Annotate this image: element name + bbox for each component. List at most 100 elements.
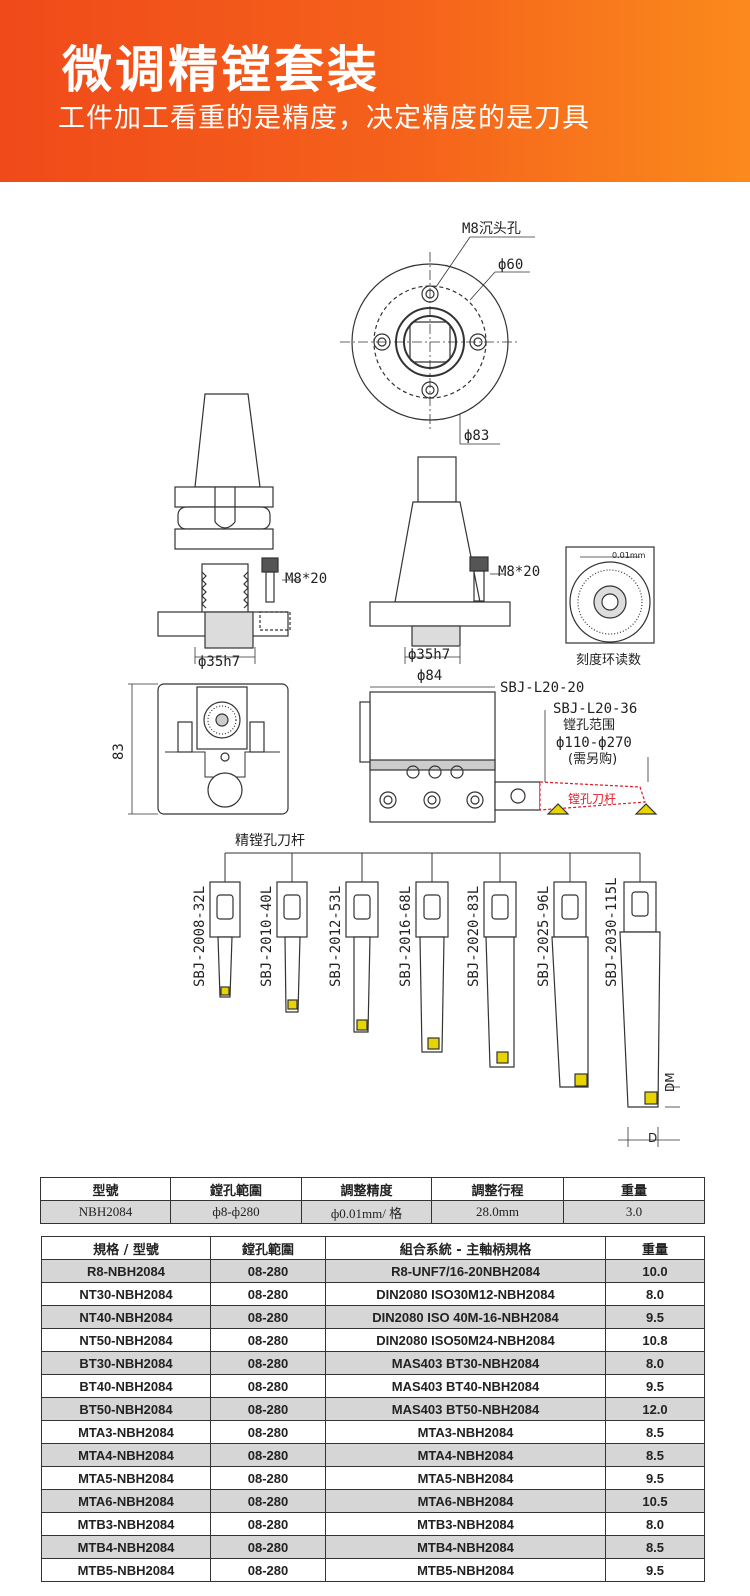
- label-screw-1: M8*20: [285, 571, 328, 587]
- spec-header: 鏜孔範圍: [210, 1236, 326, 1260]
- spec-cell: R8-UNF7/16-20NBH2084: [325, 1259, 606, 1283]
- label-shank-dim-1: ф35h7: [198, 654, 241, 670]
- boring-bars: [209, 881, 680, 1147]
- spec-cell: 08-280: [210, 1535, 326, 1559]
- spec-cell: MTB4-NBH2084: [325, 1535, 606, 1559]
- spec-cell: NT50-NBH2084: [41, 1328, 211, 1352]
- spec-cell: 08-280: [210, 1259, 326, 1283]
- label-bore-range-note: (需另购): [568, 752, 618, 767]
- label-bar-model-2: SBJ-L20-36: [553, 701, 638, 717]
- spec-cell: MTB3-NBH2084: [325, 1512, 606, 1536]
- label-head-height: 83: [111, 743, 127, 760]
- label-boring-bar-tag: 镗孔刀杆: [568, 792, 617, 806]
- spec-cell: R8-NBH2084: [41, 1259, 211, 1283]
- summary-header-row: 型號 鏜孔範圍 調整精度 調整行程 重量: [40, 1177, 705, 1201]
- label-dim-d: D: [648, 1131, 658, 1145]
- taper-holder-left: [157, 393, 300, 664]
- spec-cell: 08-280: [210, 1420, 326, 1444]
- boring-head-side: [359, 686, 658, 823]
- spec-cell: 10.0: [605, 1259, 705, 1283]
- spec-cell: 9.5: [605, 1374, 705, 1398]
- spec-cell: DIN2080 ISO 40M-16-NBH2084: [325, 1305, 606, 1329]
- label-phi83: ф83: [464, 428, 490, 444]
- spec-cell: MTB5-NBH2084: [325, 1558, 606, 1582]
- spec-header: 重量: [605, 1236, 705, 1260]
- spec-cell: MTB3-NBH2084: [41, 1512, 211, 1536]
- spec-cell: 8.5: [605, 1535, 705, 1559]
- spec-cell: 08-280: [210, 1305, 326, 1329]
- spec-cell: NT30-NBH2084: [41, 1282, 211, 1306]
- spec-cell: 08-280: [210, 1328, 326, 1352]
- spec-cell: 08-280: [210, 1489, 326, 1513]
- spec-cell: 8.0: [605, 1351, 705, 1375]
- spec-cell: MTA6-NBH2084: [325, 1489, 606, 1513]
- summary-cell: 3.0: [563, 1200, 705, 1224]
- label-dial-scale: 0.01mm: [612, 551, 646, 560]
- summary-header: 調整行程: [431, 1177, 564, 1201]
- spec-cell: MTA5-NBH2084: [325, 1466, 606, 1490]
- spec-cell: MTA4-NBH2084: [41, 1443, 211, 1467]
- spec-cell: MTA5-NBH2084: [41, 1466, 211, 1490]
- label-bar-model-1: SBJ-L20-20: [500, 680, 585, 696]
- dial-ring: [565, 546, 655, 644]
- spec-cell: MTA4-NBH2084: [325, 1443, 606, 1467]
- spec-cell: 8.0: [605, 1512, 705, 1536]
- spec-cell: MTB4-NBH2084: [41, 1535, 211, 1559]
- spec-cell: 10.5: [605, 1489, 705, 1513]
- drawing-svg: [128, 236, 680, 1147]
- banner-title: 微调精镗套装: [62, 41, 380, 99]
- spec-cell: 8.5: [605, 1420, 705, 1444]
- flange-top-view: [340, 236, 535, 445]
- spec-cell: 12.0: [605, 1397, 705, 1421]
- spec-cell: MTA6-NBH2084: [41, 1489, 211, 1513]
- spec-cell: MAS403 BT30-NBH2084: [325, 1351, 606, 1375]
- label-dial-caption: 刻度环读数: [576, 653, 642, 668]
- spec-cell: 08-280: [210, 1466, 326, 1490]
- label-phi60: ф60: [498, 257, 524, 273]
- label-bore-range-value: ф110-ф270: [556, 735, 632, 751]
- technical-drawing: M8沉头孔 ф60 ф83 M8*20 M8*20 ф35h7 ф35h7 0.…: [0, 182, 750, 1177]
- spec-cell: 08-280: [210, 1397, 326, 1421]
- summary-header: 調整精度: [301, 1177, 432, 1201]
- boring-head-front: [128, 683, 289, 815]
- bars-bracket: [224, 852, 641, 882]
- label-bar-6: SBJ-2025-96L: [536, 885, 552, 987]
- summary-header: 鏜孔範圍: [170, 1177, 302, 1201]
- spec-cell: 9.5: [605, 1466, 705, 1490]
- label-screw-2: M8*20: [498, 564, 541, 580]
- label-bar-7: SBJ-2030-115L: [604, 877, 620, 987]
- spec-cell: MTA3-NBH2084: [325, 1420, 606, 1444]
- spec-cell: 9.5: [605, 1558, 705, 1582]
- summary-cell: ф0.01mm/ 格: [301, 1200, 432, 1224]
- label-m8-countersink: M8沉头孔: [462, 221, 521, 237]
- spec-cell: 8.5: [605, 1443, 705, 1467]
- summary-cell: ф8-ф280: [170, 1200, 302, 1224]
- summary-cell: NBH2084: [40, 1200, 171, 1224]
- label-shank-dim-2: ф35h7: [408, 647, 451, 663]
- taper-holder-middle: [369, 456, 511, 664]
- spec-cell: BT50-NBH2084: [41, 1397, 211, 1421]
- spec-cell: 08-280: [210, 1351, 326, 1375]
- spec-cell: 10.8: [605, 1328, 705, 1352]
- spec-header-row: 規格 / 型號 鏜孔範圍 組合系統 - 主軸柄規格 重量: [41, 1236, 705, 1260]
- banner-subtitle: 工件加工看重的是精度，决定精度的是刀具: [58, 103, 590, 134]
- spec-cell: 8.0: [605, 1282, 705, 1306]
- spec-cell: BT30-NBH2084: [41, 1351, 211, 1375]
- spec-cell: MTB5-NBH2084: [41, 1558, 211, 1582]
- label-bar-1: SBJ-2008-32L: [192, 885, 208, 987]
- spec-cell: 9.5: [605, 1305, 705, 1329]
- summary-header: 型號: [40, 1177, 171, 1201]
- summary-cell: 28.0mm: [431, 1200, 564, 1224]
- spec-header: 組合系統 - 主軸柄規格: [325, 1236, 606, 1260]
- spec-cell: MAS403 BT50-NBH2084: [325, 1397, 606, 1421]
